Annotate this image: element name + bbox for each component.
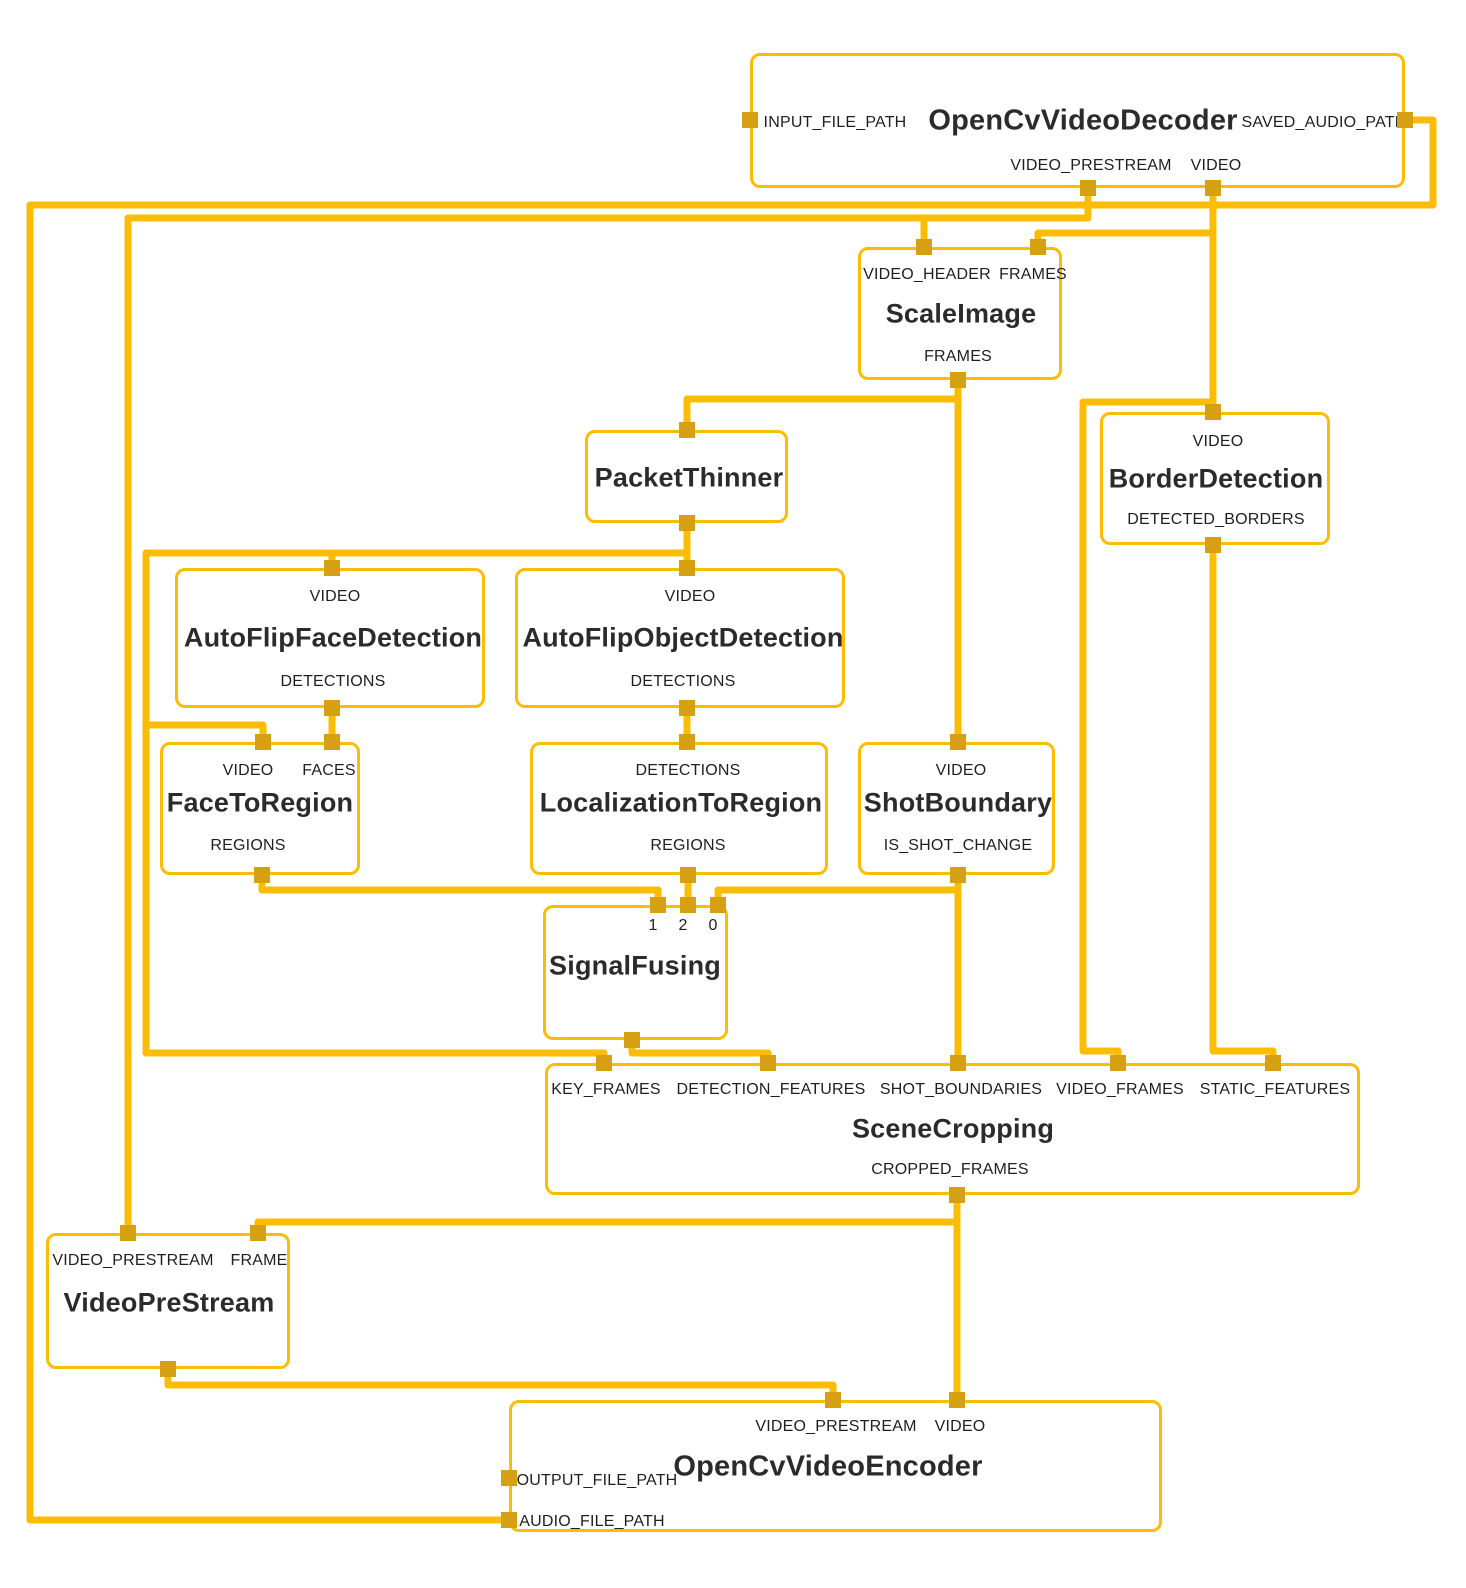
- node-title: FaceToRegion: [166, 787, 354, 818]
- node-title: BorderDetection: [1108, 463, 1324, 494]
- port-label: FRAME: [230, 1252, 288, 1269]
- port-label: FRAMES: [924, 348, 992, 365]
- port-label: CROPPED_FRAMES: [871, 1161, 1029, 1178]
- node-title: SignalFusing: [549, 950, 721, 981]
- node-title: AutoFlipObjectDetection: [522, 622, 844, 653]
- port-label: OUTPUT_FILE_PATH: [516, 1472, 678, 1489]
- port-label: STATIC_FEATURES: [1199, 1081, 1351, 1098]
- edge: [1209, 545, 1277, 1063]
- node-face-to-region[interactable]: VIDEO FACES FaceToRegion REGIONS: [160, 742, 360, 875]
- port-label: 0: [708, 917, 718, 934]
- port-label: REGIONS: [210, 837, 286, 854]
- port-label: VIDEO: [935, 762, 987, 779]
- port-label: VIDEO: [309, 588, 361, 605]
- node-open-cv-video-encoder[interactable]: VIDEO_PRESTREAM VIDEO OpenCvVideoEncoder…: [509, 1400, 1162, 1532]
- port-label: VIDEO: [1192, 433, 1244, 450]
- node-title: ShotBoundary: [863, 787, 1053, 818]
- node-packet-thinner[interactable]: PacketThinner: [585, 430, 788, 523]
- node-open-cv-video-decoder[interactable]: INPUT_FILE_PATH OpenCvVideoDecoder SAVED…: [750, 53, 1407, 188]
- port-label: DETECTIONS: [635, 762, 741, 779]
- port-label: FACES: [302, 762, 356, 779]
- port-label: REGIONS: [650, 837, 726, 854]
- node-title: OpenCvVideoEncoder: [673, 1450, 983, 1483]
- port-label: VIDEO: [664, 588, 716, 605]
- node-localization-to-region[interactable]: DETECTIONS LocalizationToRegion REGIONS: [530, 742, 828, 875]
- port-label: 2: [678, 917, 688, 934]
- node-title: ScaleImage: [885, 298, 1037, 329]
- port-label: DETECTIONS: [630, 673, 736, 690]
- port-label: AUDIO_FILE_PATH: [519, 1513, 665, 1530]
- edge: [254, 1218, 957, 1233]
- port-label: SAVED_AUDIO_PATH: [1241, 114, 1407, 131]
- node-scale-image[interactable]: VIDEO_HEADER FRAMES ScaleImage FRAMES: [858, 247, 1067, 380]
- port-label: VIDEO: [1190, 157, 1242, 174]
- node-title: SceneCropping: [851, 1113, 1055, 1144]
- port-label: VIDEO_HEADER: [863, 266, 991, 283]
- port-label: VIDEO_PRESTREAM: [755, 1418, 917, 1435]
- node-title: VideoPreStream: [63, 1287, 275, 1318]
- node-scene-cropping[interactable]: KEY_FRAMES DETECTION_FEATURES SHOT_BOUND…: [545, 1063, 1360, 1195]
- port-label: DETECTIONS: [280, 673, 386, 690]
- port-label: VIDEO_PRESTREAM: [52, 1252, 214, 1269]
- node-signal-fusing[interactable]: 1 2 0 SignalFusing: [543, 905, 728, 1040]
- port-label: INPUT_FILE_PATH: [763, 114, 907, 131]
- node-shot-boundary[interactable]: VIDEO ShotBoundary IS_SHOT_CHANGE: [858, 742, 1055, 875]
- port-label: VIDEO: [222, 762, 274, 779]
- port-label: KEY_FRAMES: [551, 1081, 661, 1098]
- edge: [1034, 229, 1213, 247]
- port-label: 1: [648, 917, 658, 934]
- port-label: VIDEO_FRAMES: [1056, 1081, 1184, 1098]
- port-label: FRAMES: [999, 266, 1067, 283]
- edge: [714, 886, 958, 905]
- node-title: PacketThinner: [594, 462, 784, 493]
- edge: [258, 875, 662, 905]
- port-label: VIDEO: [934, 1418, 986, 1435]
- node-auto-flip-object-detection[interactable]: VIDEO AutoFlipObjectDetection DETECTIONS: [515, 568, 845, 708]
- port-label: VIDEO_PRESTREAM: [1010, 157, 1172, 174]
- port-label: IS_SHOT_CHANGE: [883, 837, 1033, 854]
- port-label: DETECTED_BORDERS: [1127, 511, 1305, 528]
- node-border-detection[interactable]: VIDEO BorderDetection DETECTED_BORDERS: [1100, 412, 1330, 545]
- node-title: OpenCvVideoDecoder: [928, 104, 1238, 137]
- node-title: AutoFlipFaceDetection: [183, 622, 483, 653]
- node-auto-flip-face-detection[interactable]: VIDEO AutoFlipFaceDetection DETECTIONS: [175, 568, 485, 708]
- edge: [164, 1369, 837, 1400]
- edge: [146, 721, 267, 742]
- edge: [683, 395, 958, 430]
- port-label: DETECTION_FEATURES: [676, 1081, 866, 1098]
- port-label: SHOT_BOUNDARIES: [879, 1081, 1043, 1098]
- node-title: LocalizationToRegion: [539, 787, 823, 818]
- node-video-pre-stream[interactable]: VIDEO_PRESTREAM FRAME VideoPreStream: [46, 1233, 290, 1369]
- edge: [628, 1040, 772, 1063]
